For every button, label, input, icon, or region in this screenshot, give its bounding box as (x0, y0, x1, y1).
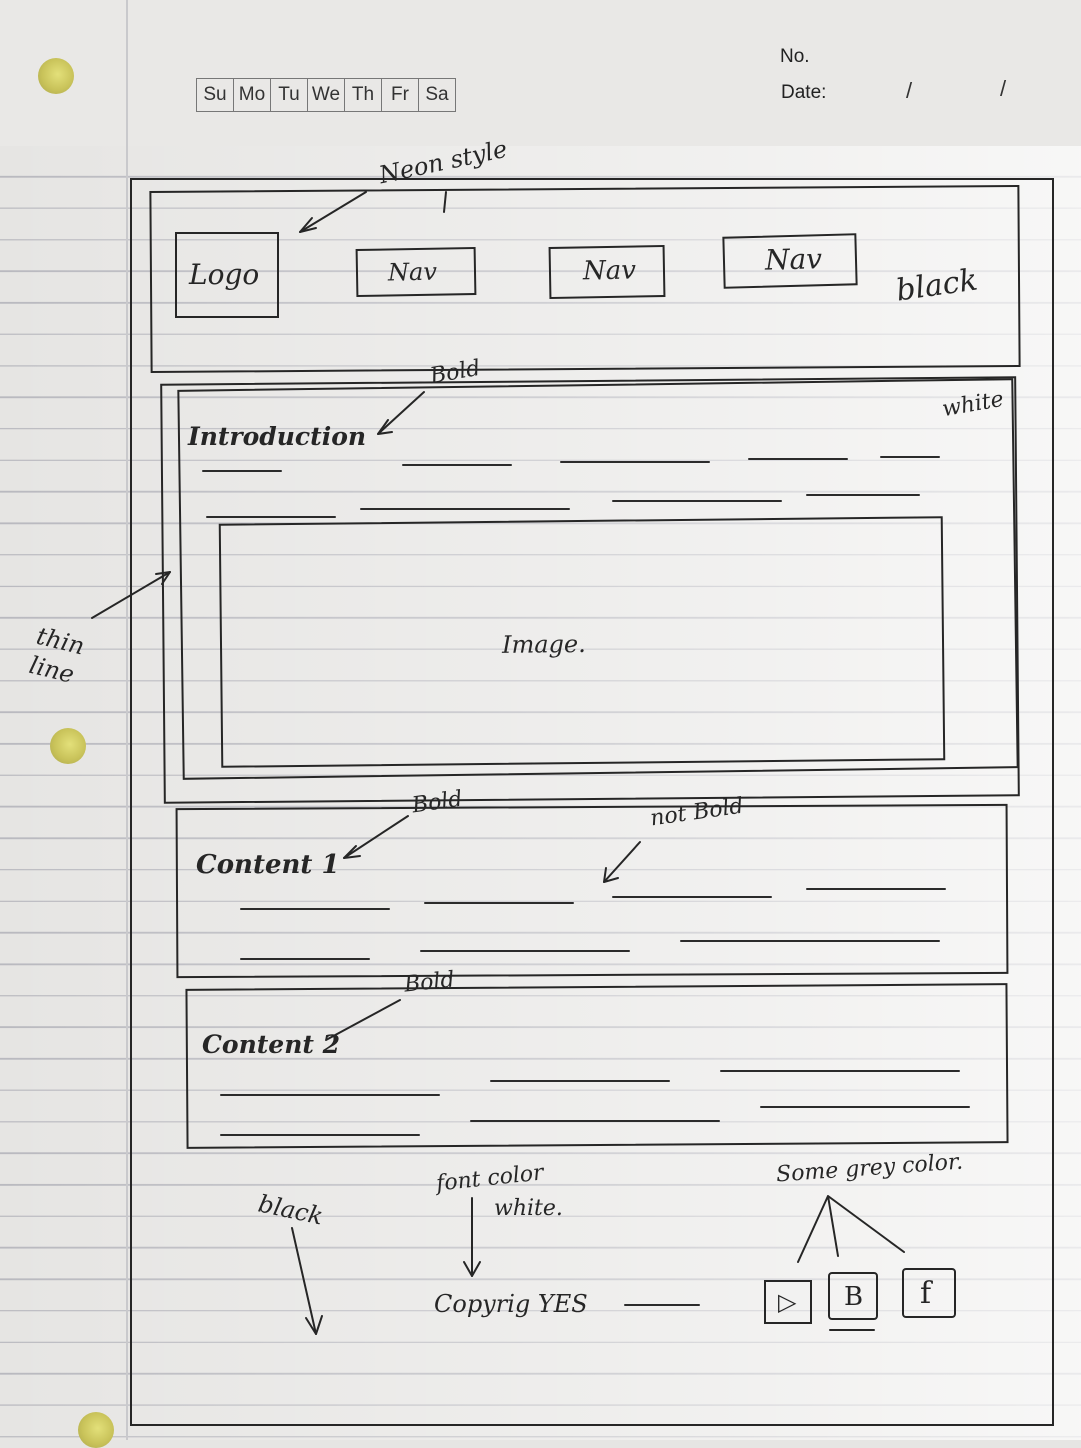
text-line (748, 458, 848, 460)
footer-copyright: Copyrig YES (434, 1290, 588, 1318)
intro-title: Introduction (188, 422, 367, 451)
number-label: No. (780, 46, 810, 67)
date-separator: / (906, 78, 913, 103)
date-label: Date: (781, 82, 827, 103)
play-icon-glyph: ▷ (778, 1288, 797, 1316)
arrow-content2-bold (325, 999, 401, 1041)
weekday: Fr (382, 79, 419, 111)
arrow-grey-color (797, 1195, 905, 1263)
text-line (880, 456, 940, 458)
weekday: Mo (234, 79, 271, 111)
text-line (612, 500, 782, 502)
play-icon[interactable]: ▷ (764, 1280, 812, 1324)
text-line (402, 464, 512, 466)
text-line (806, 888, 946, 890)
text-line (420, 950, 630, 952)
arrow-footer-black (291, 1227, 317, 1335)
text-line (206, 516, 336, 518)
weekday: Sa (425, 84, 449, 105)
facebook-icon-glyph: f (920, 1276, 932, 1311)
arrow-content1-bold (343, 815, 409, 859)
text-line (720, 1070, 960, 1072)
text-line (760, 1106, 970, 1108)
arrow-thin-line (91, 571, 171, 619)
weekday: Th (345, 79, 382, 111)
text-line (240, 908, 390, 910)
logo-label: Logo (189, 258, 260, 291)
arrow-not-bold (603, 841, 641, 883)
logo-box: Logo (175, 232, 279, 318)
text-line (560, 461, 710, 463)
wireframe-page-frame (130, 178, 1054, 1426)
arrow-neon-style (299, 191, 367, 233)
facebook-icon[interactable]: f (902, 1268, 956, 1318)
text-line (202, 470, 282, 472)
text-line (612, 896, 772, 898)
paper-header-area (0, 0, 1081, 146)
margin-line (126, 0, 128, 1440)
text-line (470, 1120, 720, 1122)
annotation-font-white: white. (494, 1196, 563, 1221)
text-line (806, 494, 920, 496)
weekday: We (308, 79, 345, 111)
text-line (220, 1094, 440, 1096)
content1-title: Content 1 (196, 850, 340, 880)
text-line (240, 958, 370, 960)
b-icon[interactable]: B (828, 1272, 878, 1320)
text-line (490, 1080, 670, 1082)
b-icon-glyph: B (844, 1282, 864, 1312)
footer-dash (624, 1304, 700, 1306)
punch-hole (50, 728, 86, 764)
date-separator: / (1000, 76, 1007, 101)
text-line (424, 902, 574, 904)
text-line (360, 508, 570, 510)
punch-hole (38, 58, 74, 94)
arrow-intro-bold (377, 391, 425, 435)
weekday: Tu (271, 79, 308, 111)
weekday-strip: Su Mo Tu We Th Fr Sa (196, 78, 456, 112)
weekday: Su (197, 79, 234, 111)
text-line (220, 1134, 420, 1136)
text-line (680, 940, 940, 942)
content2-title: Content 2 (202, 1030, 341, 1059)
